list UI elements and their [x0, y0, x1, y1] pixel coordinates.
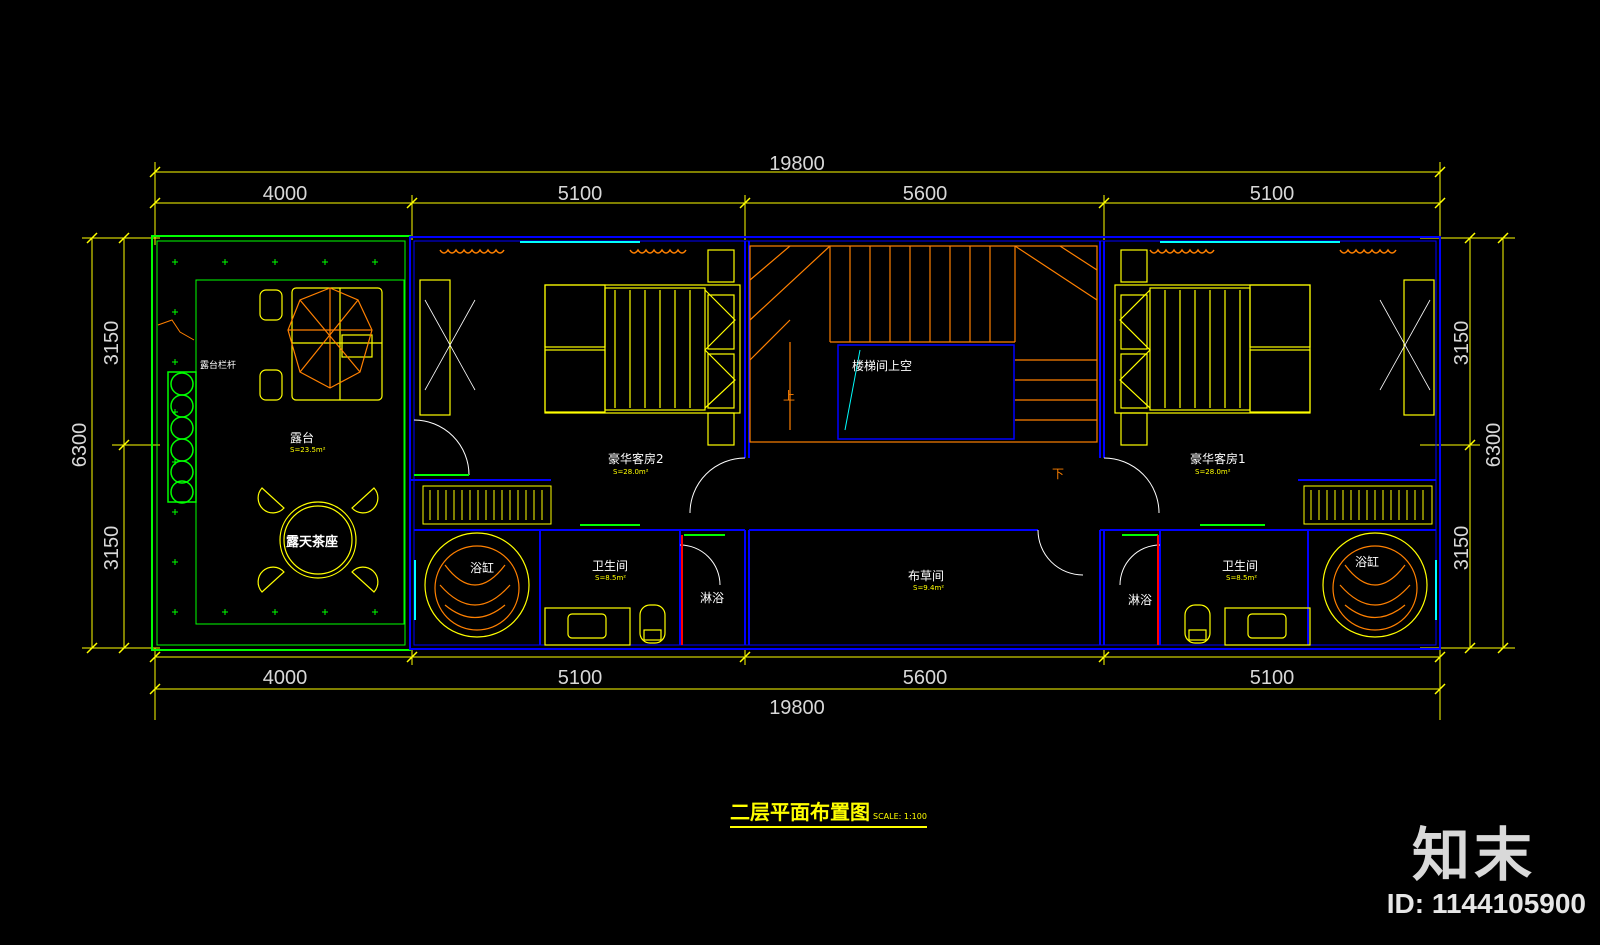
- tea-table: [257, 487, 379, 593]
- dim-right-total: 6300: [1483, 423, 1505, 468]
- bath-right-area: S=8.5m²: [1226, 574, 1257, 582]
- terrace-paving-crosses: [172, 259, 378, 615]
- basin-left: [544, 607, 631, 646]
- wardrobe-left: [422, 485, 552, 525]
- dim-bottom-seg-4: 5100: [1250, 667, 1295, 689]
- shower-left-label: 淋浴: [700, 591, 724, 605]
- basin-right: [1224, 607, 1311, 646]
- railing-note: 露台栏杆: [200, 359, 236, 371]
- planter-shrubs: [167, 371, 197, 504]
- drawing-scale: SCALE: 1:100: [873, 812, 927, 821]
- stair-void-box: [837, 344, 1015, 440]
- dim-top-total: 19800: [769, 153, 825, 175]
- bed-left: [544, 249, 741, 446]
- wardrobe-right: [1303, 485, 1433, 525]
- door-leaves: [414, 474, 1265, 536]
- linen-room-area: S=9.4m²: [913, 584, 944, 592]
- stair-up-label: 上: [783, 389, 795, 403]
- dim-left-seg-1: 3150: [101, 321, 123, 366]
- railing-leader-line: [157, 319, 195, 341]
- toilet-right: [1184, 604, 1211, 644]
- dim-bottom-seg-3: 5600: [903, 667, 948, 689]
- dim-left-seg-2: 3150: [101, 526, 123, 571]
- linen-room-label: 布草间: [908, 569, 944, 583]
- watermark-brand-logo: 知末: [1411, 821, 1536, 889]
- dim-right-seg-2: 3150: [1451, 526, 1473, 571]
- shower-partitions: [681, 535, 1159, 645]
- dim-bottom-seg-2: 5100: [558, 667, 603, 689]
- shower-right-label: 淋浴: [1128, 593, 1152, 607]
- bathtub-left: [424, 532, 530, 638]
- door-swings: [413, 419, 1161, 586]
- guest-room-1-label: 豪华客房1: [1190, 451, 1246, 466]
- stair-down-label: 下: [1052, 467, 1064, 481]
- dim-top-seg-1: 4000: [263, 183, 308, 205]
- dim-left-total: 6300: [69, 423, 91, 468]
- guest-room-2-area: S=28.0m²: [613, 468, 649, 476]
- bath-right-label: 卫生间: [1222, 559, 1258, 573]
- tub-left-label: 浴缸: [470, 560, 494, 575]
- windows: [414, 241, 1437, 620]
- dim-top-seg-3: 5600: [903, 183, 948, 205]
- tub-right-label: 浴缸: [1355, 554, 1379, 569]
- staircase: [749, 245, 1098, 443]
- toilet-left: [639, 604, 666, 644]
- terrace-label: 露台: [290, 430, 314, 445]
- bath-left-label: 卫生间: [592, 559, 628, 573]
- dim-top-seg-4: 5100: [1250, 183, 1295, 205]
- dim-bottom-seg-1: 4000: [263, 667, 308, 689]
- guest-room-2-label: 豪华客房2: [608, 451, 664, 466]
- stair-void-label: 楼梯间上空: [852, 358, 912, 373]
- umbrella: [287, 287, 373, 389]
- bathtub-right: [1322, 532, 1428, 638]
- dimension-ticks: [86, 166, 1509, 695]
- curtains: [439, 248, 1397, 254]
- tv-cabinet-right: [1379, 279, 1435, 416]
- guest-room-1-area: S=28.0m²: [1195, 468, 1231, 476]
- tea-table-label: 露天茶座: [286, 534, 338, 550]
- walls: [409, 236, 1441, 650]
- dim-right-seg-1: 3150: [1451, 321, 1473, 366]
- watermark-id: ID: 1144105900: [1386, 888, 1586, 919]
- drawing-title-text: 二层平面布置图: [730, 800, 870, 824]
- bed-right: [1114, 249, 1311, 446]
- bath-left-area: S=8.5m²: [595, 574, 626, 582]
- tv-cabinet-left: [419, 279, 476, 416]
- dim-bottom-total: 19800: [769, 697, 825, 719]
- dim-top-seg-2: 5100: [558, 183, 603, 205]
- terrace-area-text: S=23.5m²: [290, 446, 326, 454]
